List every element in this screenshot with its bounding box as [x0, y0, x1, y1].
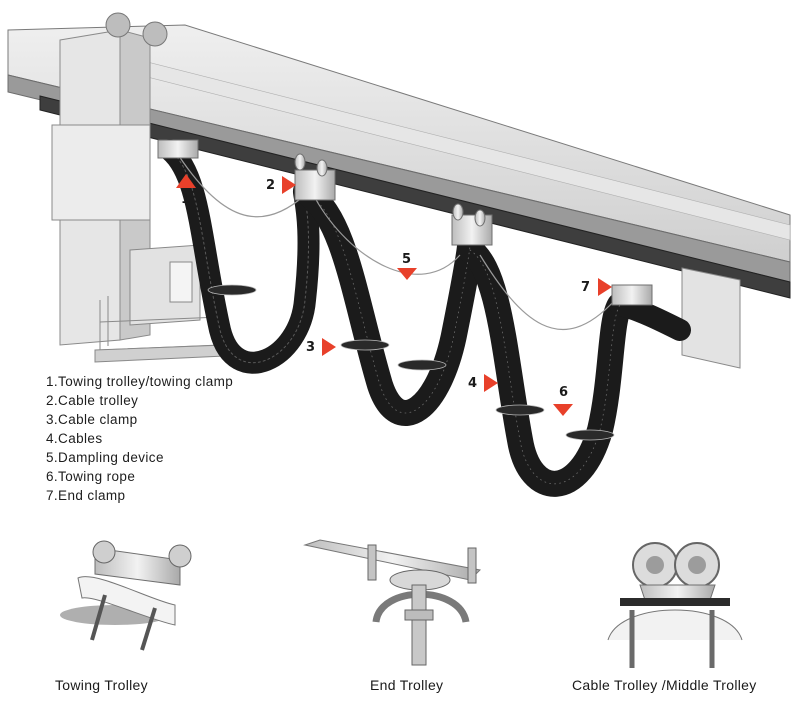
- component-legend: 1.Towing trolley/towing clamp 2.Cable tr…: [46, 372, 233, 505]
- marker-3-label: 3: [306, 340, 316, 355]
- left-column: [51, 12, 168, 346]
- legend-item-5: 5.Dampling device: [46, 450, 164, 465]
- towing-trolley-illustration: [60, 540, 192, 651]
- marker-1-label: 1: [181, 192, 191, 207]
- legend-item-2: 2.Cable trolley: [46, 393, 139, 408]
- marker-6-arrow: [553, 404, 573, 416]
- end-trolley-illustration: [303, 539, 482, 666]
- marker-1-arrow: [176, 174, 196, 188]
- marker-2-arrow: [282, 176, 296, 194]
- caption-end-trolley: End Trolley: [370, 677, 444, 693]
- legend-item-6: 6.Towing rope: [46, 469, 136, 484]
- track-beam: [7, 24, 791, 369]
- legend-item-4: 4.Cables: [46, 431, 103, 446]
- marker-5-label: 5: [402, 252, 412, 267]
- festoon-cables: [159, 139, 691, 497]
- marker-2-label: 2: [266, 178, 276, 193]
- marker-7-label: 7: [581, 280, 591, 295]
- caption-towing-trolley: Towing Trolley: [55, 677, 148, 693]
- marker-4-label: 4: [468, 376, 478, 391]
- legend-item-1: 1.Towing trolley/towing clamp: [46, 374, 234, 389]
- marker-5-arrow: [397, 268, 417, 280]
- red-markers: [176, 174, 612, 416]
- marker-6-label: 6: [559, 385, 569, 400]
- cable-trolley-illustration: [607, 542, 743, 668]
- legend-item-3: 3.Cable clamp: [46, 412, 138, 427]
- cable-clamps: [207, 284, 615, 441]
- marker-3-arrow: [322, 338, 336, 356]
- track-trolleys: [157, 139, 653, 306]
- caption-cable-trolley: Cable Trolley /Middle Trolley: [572, 677, 757, 693]
- marker-4-arrow: [484, 374, 498, 392]
- marker-7-arrow: [598, 278, 612, 296]
- legend-item-7: 7.End clamp: [46, 488, 126, 503]
- towing-rope: [174, 149, 616, 331]
- control-cabinet: [94, 244, 226, 363]
